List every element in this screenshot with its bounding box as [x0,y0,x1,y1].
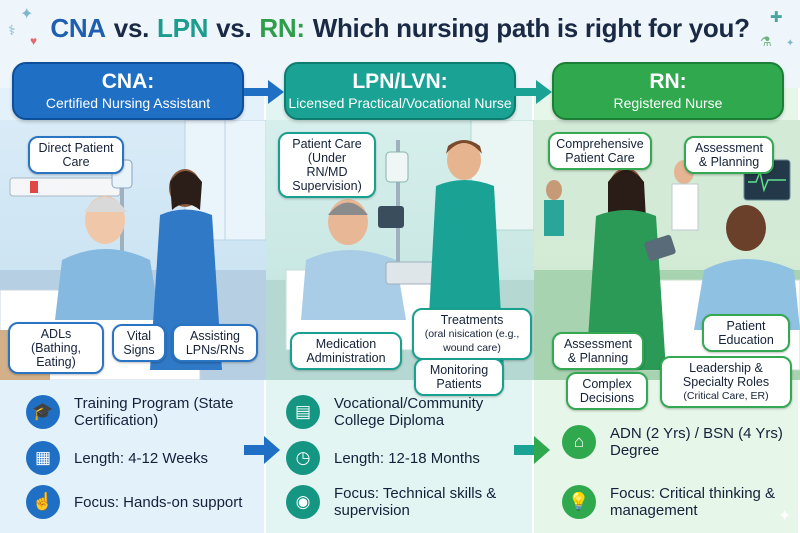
lpn-info-focus: ◉ Focus: Technical skills & supervision [266,480,526,524]
rn-info-focus: 💡 Focus: Critical thinking & management [534,480,800,524]
bubble-vital-signs: Vital Signs [112,324,166,362]
cna-info-length: ▦ Length: 4-12 Weeks [0,436,260,480]
bubble-direct-patient-care: Direct Patient Care [28,136,124,174]
title-vs-1: vs. [113,12,150,43]
lpn-info-length-text: Length: 12-18 Months [334,449,480,467]
clock-icon: ◷ [286,441,320,475]
hospital-icon: ⌂ [562,425,596,459]
cna-heading: CNA: [101,70,155,93]
rn-info-degree: ⌂ ADN (2 Yrs) / BSN (4 Yrs) Degree [534,420,800,464]
medical-bag-icon: ✚ [770,9,783,26]
bubble-treatments: Treatments (oral nisication (e.g., wound… [412,308,532,360]
bubble-medication-administration: Medication Administration [290,332,402,370]
sparkle-icon: ✦ [20,6,34,23]
rn-info-degree-text: ADN (2 Yrs) / BSN (4 Yrs) Degree [610,425,783,459]
flask-icon: ⚗ [760,34,772,49]
cna-info-focus-text: Focus: Hands-on support [74,493,243,511]
lpn-info-diploma: ▤ Vocational/Community College Diploma [266,390,526,434]
title-rn: RN: [259,12,305,43]
rn-header: RN: Registered Nurse [552,62,784,120]
bubble-leadership-title: Leadership & Specialty Roles [682,361,770,389]
bubble-treatments-title: Treatments [440,313,504,327]
rn-subheading: Registered Nurse [613,95,723,111]
lightbulb-icon: 💡 [562,485,596,519]
sparkle-icon: ✦ [786,38,795,49]
bubble-assessment-planning: Assessment & Planning [552,332,644,370]
bubble-adls: ADLs (Bathing, Eating) [8,322,104,374]
bubble-leadership-detail: (Critical Care, ER) [683,390,769,402]
arrow-right-icon [244,80,284,104]
cna-info-training-text: Training Program (State Certification) [74,395,234,429]
lpn-heading: LPN/LVN: [352,70,448,93]
lpn-header: LPN/LVN: Licensed Practical/Vocational N… [284,62,516,120]
lpn-info-diploma-text: Vocational/Community College Diploma [334,395,484,429]
cna-info-training: 🎓 Training Program (State Certification) [0,390,260,434]
lpn-subheading: Licensed Practical/Vocational Nurse [288,95,512,111]
rn-info-focus-text: Focus: Critical thinking & management [610,485,776,519]
lpn-info-focus-text: Focus: Technical skills & supervision [334,485,497,519]
bubble-treatments-detail: (oral nisication (e.g., wound care) [424,328,520,354]
cna-info-focus: ☝ Focus: Hands-on support [0,480,260,524]
title-cna: CNA [50,12,106,43]
graduation-cap-icon: 🎓 [26,395,60,429]
title-lpn: LPN [157,12,209,43]
sparkle-icon: ✦ [778,508,792,525]
bubble-comprehensive-care: Comprehensive Patient Care [548,132,652,170]
cna-info-length-text: Length: 4-12 Weeks [74,449,208,467]
bubble-assisting: Assisting LPNs/RNs [172,324,258,362]
calendar-icon: ▦ [26,441,60,475]
cna-header: CNA: Certified Nursing Assistant [12,62,244,120]
bubble-patient-care-supervision: Patient Care (Under RN/MD Supervision) [278,132,376,198]
book-icon: ▤ [286,395,320,429]
stethoscope-icon: ⚕ [8,22,16,38]
hand-pointer-icon: ☝ [26,485,60,519]
title-question: Which nursing path is right for you? [312,12,750,43]
page-title: CNA vs. LPN vs. RN: Which nursing path i… [0,0,800,56]
eye-icon: ◉ [286,485,320,519]
arrow-right-icon [514,436,550,464]
bubble-patient-education: Patient Education [702,314,790,352]
arrow-right-icon [514,80,552,104]
heart-icon: ♥ [30,34,38,48]
bubble-monitoring-patients: Monitoring Patients [414,358,504,396]
bubble-complex-decisions: Complex Decisions [566,372,648,410]
bubble-leadership: Leadership & Specialty Roles (Critical C… [660,356,792,408]
bubble-assessment-planning-top: Assessment & Planning [684,136,774,174]
cna-subheading: Certified Nursing Assistant [45,95,211,111]
lpn-info-length: ◷ Length: 12-18 Months [266,436,526,480]
title-vs-2: vs. [216,12,252,43]
rn-heading: RN: [649,70,687,93]
arrow-right-icon [244,436,280,464]
